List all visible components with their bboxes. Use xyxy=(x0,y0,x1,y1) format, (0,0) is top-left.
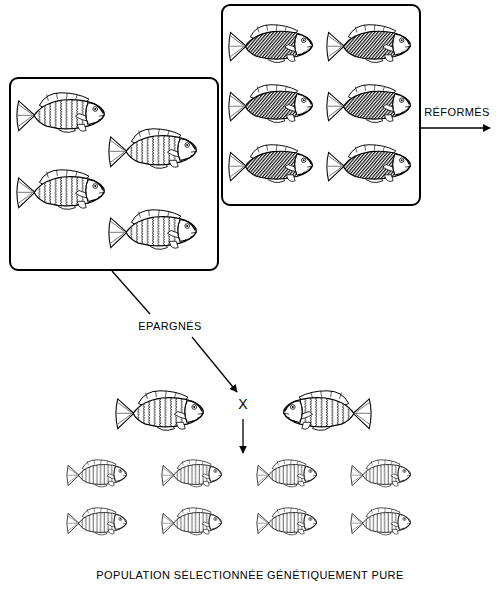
offspring-arrow xyxy=(242,419,243,453)
spared-fish xyxy=(17,93,196,250)
parent-fish xyxy=(116,391,371,431)
cross-sign: X xyxy=(238,397,247,412)
caption: POPULATION SÉLECTIONNÉE GÉNÉTIQUEMENT PU… xyxy=(96,569,403,581)
culled-box xyxy=(222,5,420,205)
cull-arrow xyxy=(420,127,490,128)
leader-line xyxy=(112,271,150,314)
culled-label: RÉFORMÉS xyxy=(424,106,490,118)
spared-box xyxy=(10,78,218,270)
culled-fish xyxy=(229,25,411,183)
offspring-fish xyxy=(67,460,411,535)
spared-label: EPARGNÉS xyxy=(138,320,202,332)
breed-arrow xyxy=(192,337,237,392)
